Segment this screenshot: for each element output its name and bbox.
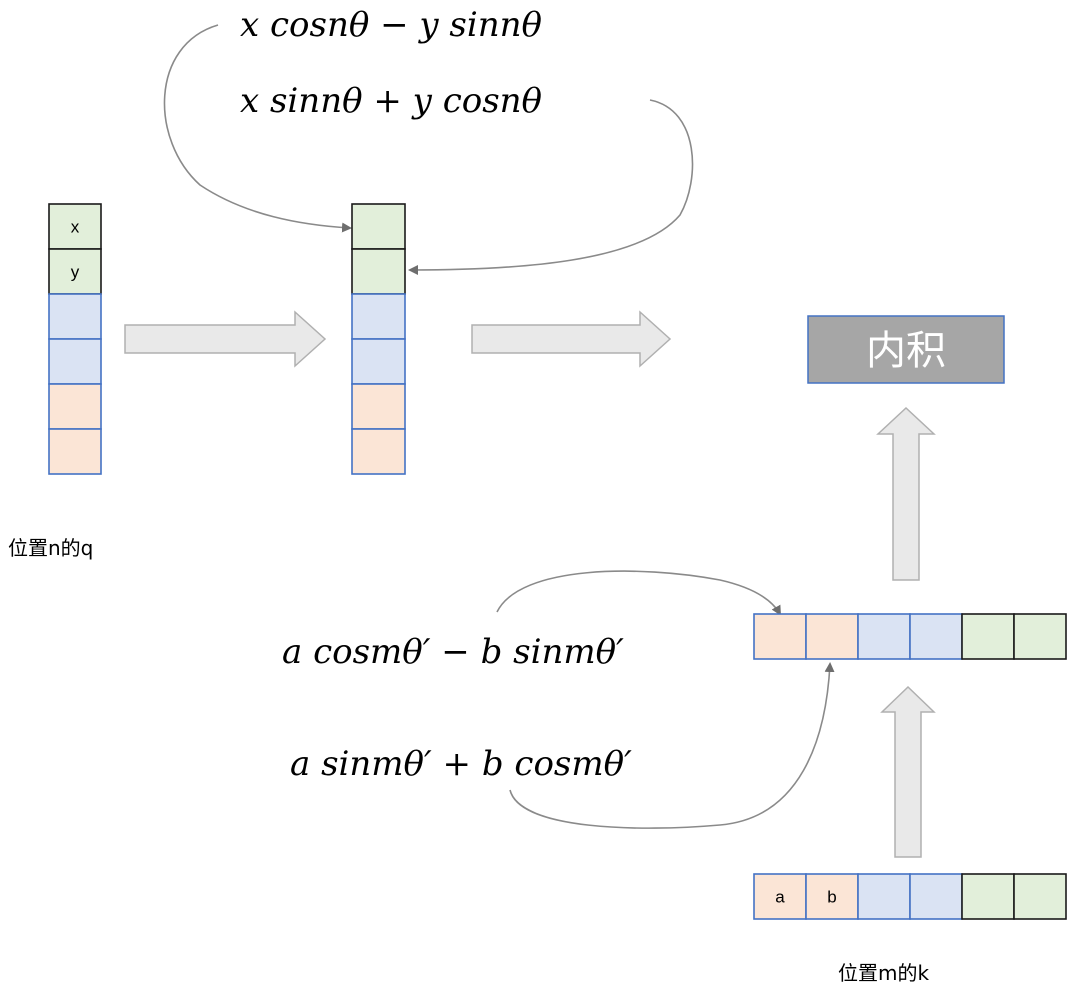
vector-cell-label: y [71,263,80,282]
vector-cell [48,428,102,475]
vector-cell [48,203,102,250]
caption-k: 位置m的k [838,961,929,985]
vector-cell [351,203,406,250]
vector-cell [909,873,963,920]
vector-cell [857,873,911,920]
vector-cell [961,873,1015,920]
vector-cell-label: a [775,888,785,907]
vector-cell [48,293,102,340]
inner-product-box [807,315,1005,384]
formula-q-first: x cosnθ − y sinnθ [240,5,542,45]
vector-cell [351,293,406,340]
vector-cell [351,248,406,295]
formula-k-first: a cosmθ′ − b sinmθ′ [282,632,624,672]
curve-arrow-q-second [408,99,694,275]
vector-k-rotated [753,613,1067,660]
vector-cell-label: b [827,888,836,907]
curve-arrow-k-second [509,662,835,829]
formula-q-second: x sinnθ + y cosnθ [240,81,542,121]
vector-cell [753,613,807,660]
vector-cell-label: x [71,218,80,237]
caption-q: 位置n的q [8,536,93,560]
curve-arrow-k-first [496,570,781,616]
vector-cell [48,383,102,430]
curve-arrow-q-first [163,24,352,233]
vector-q: xy [48,203,102,475]
vector-cell [48,338,102,385]
vector-cell [805,613,859,660]
vector-cell [351,428,406,475]
block-arrow-right-2 [471,310,672,368]
vector-cell [351,383,406,430]
vector-cell [909,613,963,660]
vector-cell [1013,873,1067,920]
block-arrow-up-1 [876,406,936,581]
vector-cell [857,613,911,660]
block-arrow-up-2 [880,685,936,858]
vector-cell [351,338,406,385]
inner-product-label: 内积 [866,328,946,374]
vector-cell [961,613,1015,660]
block-arrow-right-1 [124,310,327,368]
vector-q-rotated [351,203,406,475]
formula-k-second: a sinmθ′ + b cosmθ′ [290,744,632,784]
vector-cell [1013,613,1067,660]
